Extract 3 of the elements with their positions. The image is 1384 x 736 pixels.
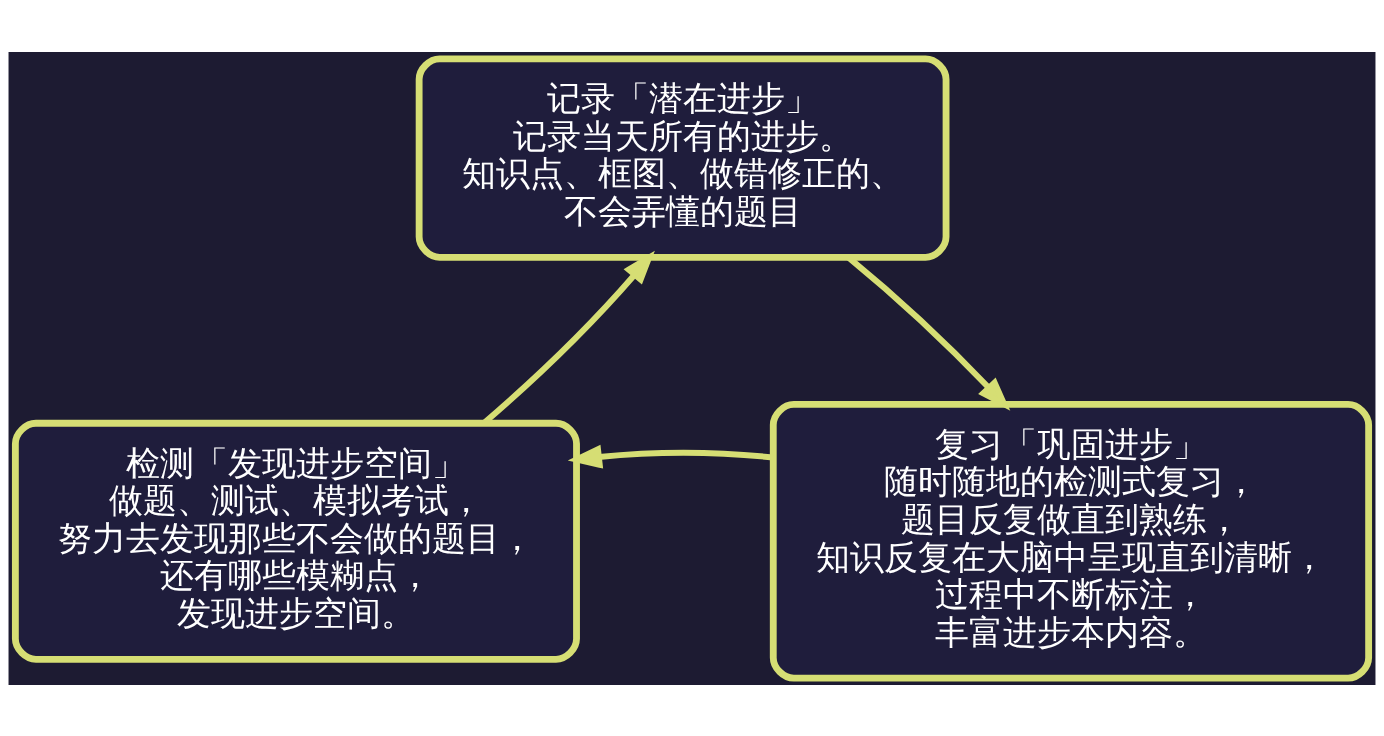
node-box: 复习「巩固进步」 随时随地的检测式复习，题目反复做直到熟练，知识反复在大脑中呈现直到清晰，过程中不断标注，丰富进步本内容。 xyxy=(769,400,1373,682)
node-box: 检测「发现进步空间」 做题、测试、模拟考试，努力去发现那些不会做的题目，还有哪些模糊点，发现进步空间。 xyxy=(11,419,580,663)
node-box: 记录「潜在进步」 记录当天所有的进步。知识点、框图、做错修正的、不会弄懂的题目 xyxy=(415,54,950,261)
